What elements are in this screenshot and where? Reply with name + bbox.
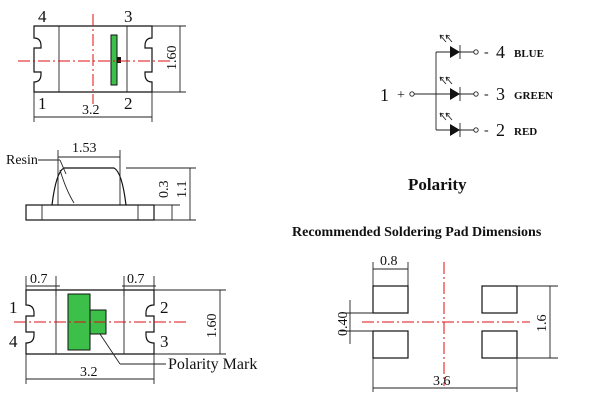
circuit-out-num: 3: [496, 84, 505, 104]
polarity-mark-leader: [99, 333, 121, 365]
top-pin-tl: 4: [38, 7, 47, 26]
circuit-out-name: RED: [514, 126, 537, 138]
bottom-pin-tl: 1: [9, 298, 18, 317]
diode-icon: [450, 124, 460, 136]
circuit-branch-red: - 2 RED: [436, 112, 537, 140]
diode-icon: [450, 46, 460, 58]
polarity-title: Polarity: [408, 175, 467, 194]
solder-title: Recommended Soldering Pad Dimensions: [292, 225, 542, 240]
side-dim-a: 0.3: [157, 181, 172, 199]
resin-dome: [51, 167, 127, 206]
solder-pad: [372, 285, 409, 314]
solder-pad: [372, 330, 409, 359]
side-base: [25, 204, 155, 221]
solder-pad-diagram: Recommended Soldering Pad Dimensions 0.8…: [292, 225, 558, 392]
circuit-out-num: 4: [496, 42, 505, 62]
circuit-common-sign: +: [397, 88, 405, 103]
resin-label: Resin: [6, 153, 38, 168]
top-view: 4 3 1 2 1.60 3.2: [18, 7, 186, 122]
circuit-out-sign: -: [484, 123, 489, 138]
top-polarity-notch: [117, 57, 121, 63]
top-pin-br: 2: [124, 94, 133, 113]
bottom-pin-br: 3: [160, 332, 169, 351]
solder-pad: [481, 285, 518, 314]
polarity-mark-label: Polarity Mark: [168, 356, 257, 373]
solder-pad-width-label: 0.8: [380, 254, 398, 269]
circuit-out-sign: -: [484, 87, 489, 102]
light-emission-icon: [439, 76, 453, 85]
light-emission-icon: [439, 34, 453, 43]
side-view: 1.53 Resin 0.3 1.1: [6, 141, 196, 221]
bottom-pad-left-label: 0.7: [30, 272, 48, 287]
bottom-width-label: 1.60: [205, 314, 220, 339]
diode-icon: [450, 88, 460, 100]
resin-leader: [59, 159, 67, 175]
top-width-label: 1.60: [165, 46, 180, 71]
circuit-out-name: BLUE: [514, 48, 544, 60]
solder-height-label: 1.6: [535, 315, 550, 333]
top-pin-tr: 3: [124, 7, 133, 26]
circuit-out-num: 2: [496, 120, 505, 140]
circuit-common-num: 1: [380, 85, 389, 105]
bottom-view: 0.7 0.7 1 4 2 3 1.60 3.2 Pol: [9, 272, 257, 384]
circuit-terminal: [473, 49, 479, 55]
bottom-pin-tr: 2: [160, 298, 169, 317]
side-dim-b: 1.1: [175, 181, 190, 199]
circuit-terminal: [473, 91, 479, 97]
circuit-out-name: GREEN: [514, 90, 553, 102]
top-length-label: 3.2: [82, 103, 100, 118]
light-emission-icon: [439, 112, 453, 121]
bottom-pad-right-label: 0.7: [127, 272, 145, 287]
bottom-length-label: 3.2: [80, 365, 98, 380]
polarity-circuit: 1 + - 4 BLUE - 3 GREEN: [380, 34, 553, 140]
solder-pad: [481, 330, 518, 359]
solder-span-label: 3.6: [433, 374, 451, 389]
side-top-width-label: 1.53: [72, 141, 97, 156]
circuit-terminal: [473, 127, 479, 133]
top-polarity-stripe: [110, 34, 118, 86]
resin-edge: [59, 169, 75, 204]
circuit-branch-green: - 3 GREEN: [436, 76, 553, 104]
circuit-common-terminal: [409, 91, 415, 97]
solder-gap-label: 0.40: [336, 312, 351, 337]
bottom-pin-bl: 4: [9, 332, 18, 351]
circuit-branch-blue: - 4 BLUE: [436, 34, 544, 62]
circuit-out-sign: -: [484, 45, 489, 60]
top-pin-bl: 1: [38, 94, 47, 113]
